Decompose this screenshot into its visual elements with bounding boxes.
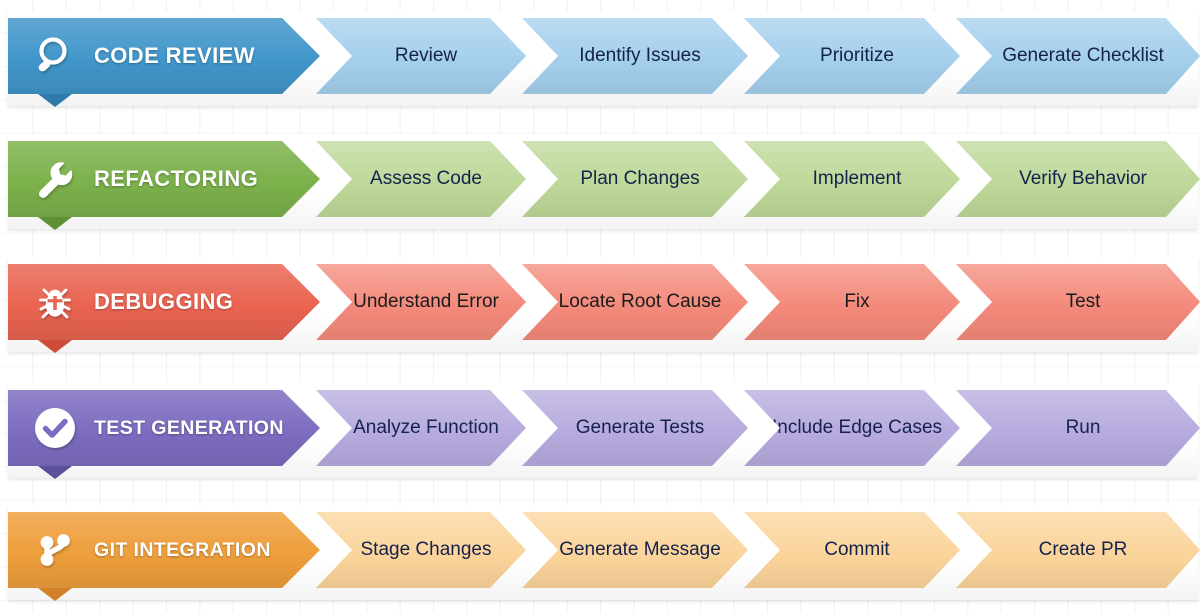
step-label: Commit <box>824 539 890 560</box>
step-label: Understand Error <box>353 291 499 312</box>
step-chevron[interactable]: Understand Error <box>316 264 526 340</box>
row-title: DEBUGGING <box>94 289 234 314</box>
step-label: Stage Changes <box>360 539 492 560</box>
step-label: Plan Changes <box>580 168 700 189</box>
step-chevron[interactable]: Identify Issues <box>522 18 748 94</box>
wrench-icon <box>30 154 80 204</box>
step-label: Test <box>1065 291 1101 312</box>
step-label: Prioritize <box>820 45 894 66</box>
step-label: Analyze Function <box>353 417 499 438</box>
step-chevron[interactable]: Plan Changes <box>522 141 748 217</box>
step-chevron[interactable]: Include Edge Cases <box>744 390 960 466</box>
workflow-row-refactoring: REFACTORING Assess Code Plan Changes Imp… <box>0 134 1200 230</box>
step-chevron[interactable]: Generate Checklist <box>956 18 1200 94</box>
workflow-row-debugging: DEBUGGING Understand Error Locate Root C… <box>0 257 1200 353</box>
step-label: Implement <box>812 168 902 189</box>
row-title: CODE REVIEW <box>94 43 255 68</box>
magnifier-icon <box>30 31 80 81</box>
bug-icon <box>30 277 80 327</box>
step-chevron[interactable]: Commit <box>744 512 960 588</box>
workflow-row-test-generation: TEST GENERATION Analyze Function Generat… <box>0 383 1200 479</box>
step-label: Identify Issues <box>579 45 701 66</box>
row-title: REFACTORING <box>94 166 259 191</box>
step-chevron[interactable]: Create PR <box>956 512 1200 588</box>
step-label: Review <box>394 45 458 66</box>
step-label: Generate Message <box>559 539 721 560</box>
step-chevron[interactable]: Fix <box>744 264 960 340</box>
workflow-row-git-integration: GIT INTEGRATION Stage Changes Generate M… <box>0 505 1200 601</box>
step-label: Assess Code <box>370 168 482 189</box>
step-chevron[interactable]: Generate Message <box>522 512 748 588</box>
check-circle-icon <box>30 403 80 453</box>
step-label: Create PR <box>1038 539 1128 560</box>
step-chevron[interactable]: Run <box>956 390 1200 466</box>
step-label: Locate Root Cause <box>558 291 722 312</box>
step-chevron[interactable]: Prioritize <box>744 18 960 94</box>
step-label: Generate Checklist <box>1002 45 1164 66</box>
step-label: Generate Tests <box>575 417 705 438</box>
row-header-refactoring[interactable]: REFACTORING <box>8 141 320 217</box>
step-chevron[interactable]: Test <box>956 264 1200 340</box>
row-header-test-generation[interactable]: TEST GENERATION <box>8 390 320 466</box>
step-chevron[interactable]: Assess Code <box>316 141 526 217</box>
step-chevron[interactable]: Verify Behavior <box>956 141 1200 217</box>
step-label: Run <box>1065 417 1101 438</box>
step-label: Include Edge Cases <box>771 417 943 438</box>
row-title: GIT INTEGRATION <box>94 538 271 561</box>
row-header-git-integration[interactable]: GIT INTEGRATION <box>8 512 320 588</box>
step-chevron[interactable]: Generate Tests <box>522 390 748 466</box>
step-label: Verify Behavior <box>1019 168 1147 189</box>
row-header-code-review[interactable]: CODE REVIEW <box>8 18 320 94</box>
row-header-debugging[interactable]: DEBUGGING <box>8 264 320 340</box>
step-chevron[interactable]: Review <box>316 18 526 94</box>
git-branch-icon <box>30 525 80 575</box>
step-chevron[interactable]: Implement <box>744 141 960 217</box>
step-chevron[interactable]: Locate Root Cause <box>522 264 748 340</box>
step-label: Fix <box>844 291 870 312</box>
row-title: TEST GENERATION <box>94 416 284 439</box>
workflow-row-code-review: CODE REVIEW Review Identify Issues Prior… <box>0 11 1200 107</box>
